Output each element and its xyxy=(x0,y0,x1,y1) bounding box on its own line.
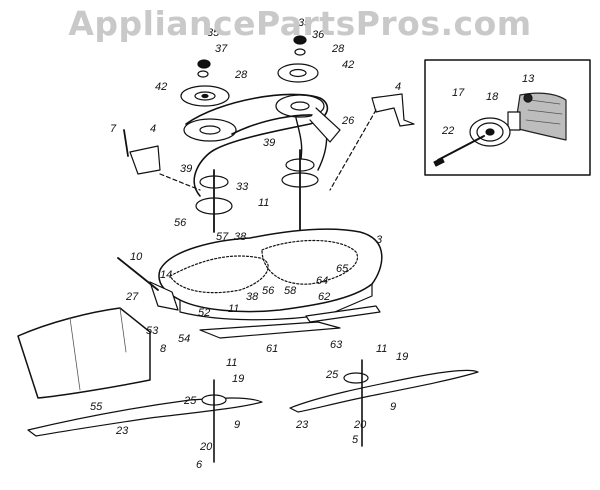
callout-38-upper: 38 xyxy=(234,231,247,243)
callout-10: 10 xyxy=(130,251,143,263)
callout-4-right: 4 xyxy=(395,81,401,93)
callout-64: 64 xyxy=(316,275,328,287)
callout-23-right: 23 xyxy=(295,419,309,431)
callout-26: 26 xyxy=(341,115,355,127)
callout-labels: 35 37 28 42 35 36 28 42 4 26 7 4 39 33 3… xyxy=(90,17,535,471)
callout-58: 58 xyxy=(284,285,297,297)
callout-19-right-blade: 19 xyxy=(396,351,408,363)
callout-19-left-blade: 19 xyxy=(232,373,244,385)
callout-9-left: 9 xyxy=(234,419,240,431)
callout-37: 37 xyxy=(215,43,228,55)
callout-23-left: 23 xyxy=(115,425,129,437)
callout-62: 62 xyxy=(318,291,330,303)
callout-54: 54 xyxy=(178,333,190,345)
callout-56-upper: 56 xyxy=(174,217,187,229)
callout-65: 65 xyxy=(336,263,349,275)
callout-11-upper: 11 xyxy=(258,197,269,209)
callout-11-right-blade: 11 xyxy=(376,343,387,355)
callout-6-left: 6 xyxy=(196,459,203,471)
callout-25-right-blade: 25 xyxy=(325,369,339,381)
callout-28-right: 28 xyxy=(331,43,345,55)
callout-8: 8 xyxy=(160,343,167,355)
mower-blades xyxy=(27,359,479,463)
callout-36: 36 xyxy=(312,29,325,41)
callout-11-left-blade: 11 xyxy=(226,357,237,369)
callout-11-mid: 11 xyxy=(228,303,239,315)
callout-13-inset: 13 xyxy=(522,73,535,85)
callout-14: 14 xyxy=(160,269,172,281)
callout-35-right: 35 xyxy=(298,17,311,29)
watermark-logo: AppliancePartsPros.com xyxy=(68,4,532,43)
callout-52: 52 xyxy=(198,307,210,319)
callout-5: 5 xyxy=(352,434,359,446)
callout-18-inset: 18 xyxy=(486,91,499,103)
callout-35-left: 35 xyxy=(207,27,220,39)
callout-56-lower: 56 xyxy=(262,285,275,297)
callout-53: 53 xyxy=(146,325,159,337)
callout-39-left: 39 xyxy=(180,163,192,175)
spindle-assemblies xyxy=(195,149,319,233)
callout-27: 27 xyxy=(125,291,139,303)
callout-42-left: 42 xyxy=(155,81,167,93)
callout-7: 7 xyxy=(110,123,117,135)
callout-57: 57 xyxy=(216,231,229,243)
callout-42-right: 42 xyxy=(342,59,354,71)
callout-9-right: 9 xyxy=(390,401,396,413)
callout-39-right: 39 xyxy=(263,137,275,149)
callout-33: 33 xyxy=(236,181,249,193)
inset-detail xyxy=(424,59,591,176)
callout-20-right: 20 xyxy=(353,419,367,431)
callout-63: 63 xyxy=(330,339,343,351)
callout-61: 61 xyxy=(266,343,278,355)
mower-deck-housing xyxy=(17,228,383,399)
callout-22-inset: 22 xyxy=(441,125,454,137)
callout-25-left-blade: 25 xyxy=(183,395,197,407)
callout-38-lower: 38 xyxy=(246,291,259,303)
callout-28-left: 28 xyxy=(234,69,248,81)
callout-20-left: 20 xyxy=(199,441,213,453)
callout-4-left: 4 xyxy=(150,123,156,135)
upper-drive-assembly xyxy=(123,35,415,197)
callout-17-inset: 17 xyxy=(452,87,465,99)
callout-55: 55 xyxy=(90,401,103,413)
callout-3: 3 xyxy=(376,234,383,246)
